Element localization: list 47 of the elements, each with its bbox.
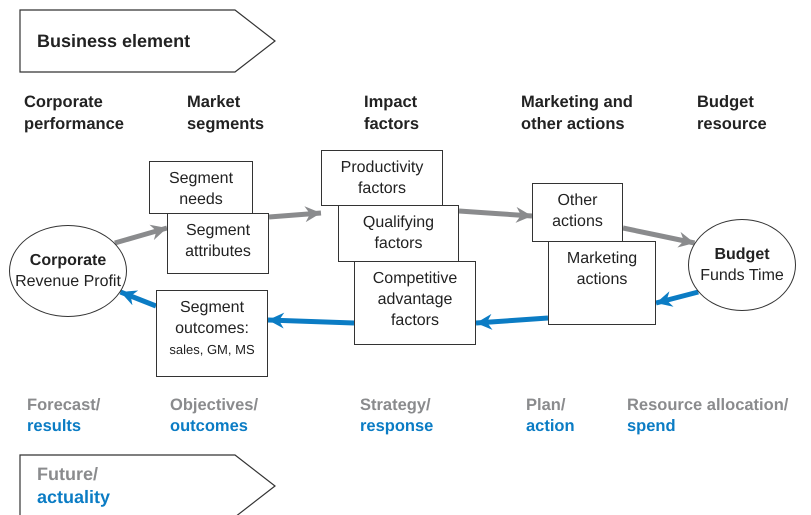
process-box (338, 205, 459, 262)
column-heading: Budget resource (697, 92, 768, 135)
node-heading: Corporate (28, 251, 108, 271)
column-heading: Corporate performance (24, 92, 125, 135)
column-heading: Market segments (187, 92, 266, 135)
node-text: Competitive advantage factors (372, 269, 458, 331)
column-heading: Marketing and other actions (521, 92, 634, 135)
row-label: action (526, 416, 575, 437)
process-box (354, 261, 476, 345)
row-label: spend (627, 416, 676, 437)
node-text: Funds Time (699, 266, 785, 286)
node-text: Segment attributes (184, 221, 252, 262)
node-text: Marketing actions (566, 249, 638, 290)
row-label: Strategy/ (360, 395, 431, 416)
node-text: Qualifying factors (362, 213, 436, 254)
process-box (532, 183, 623, 242)
column-heading: Impact factors (364, 92, 420, 135)
row-label: Objectives/ (170, 395, 258, 416)
node-heading: Budget (713, 245, 771, 265)
node-subtext: sales, GM, MS (168, 341, 256, 359)
arrow (120, 290, 157, 308)
node-text: Segment outcomes: (174, 298, 250, 339)
process-box (149, 161, 253, 214)
arrow (655, 290, 699, 307)
process-box (156, 290, 268, 377)
node-text: Segment needs (168, 169, 234, 210)
arrow (268, 312, 354, 329)
row-label: Forecast/ (27, 395, 100, 416)
process-box (321, 150, 443, 206)
row-label: Plan/ (526, 395, 566, 416)
row-label: results (27, 416, 82, 437)
arrow (476, 314, 548, 330)
arrow (114, 224, 168, 246)
node-text: Revenue Profit (14, 272, 122, 292)
node-text: Other actions (551, 191, 604, 232)
node-heading: Future/ (36, 463, 99, 486)
row-label: outcomes (170, 416, 248, 437)
arrow (268, 206, 322, 222)
row-label: response (360, 416, 434, 437)
arrow (622, 226, 696, 248)
process-box (548, 241, 656, 325)
process-box (167, 213, 269, 274)
node-text: Business element (36, 30, 192, 52)
arrow (458, 206, 532, 223)
node-text: Productivity factors (340, 158, 424, 199)
row-label: Resource allocation/ (627, 395, 788, 416)
node-heading: actuality (36, 486, 112, 509)
